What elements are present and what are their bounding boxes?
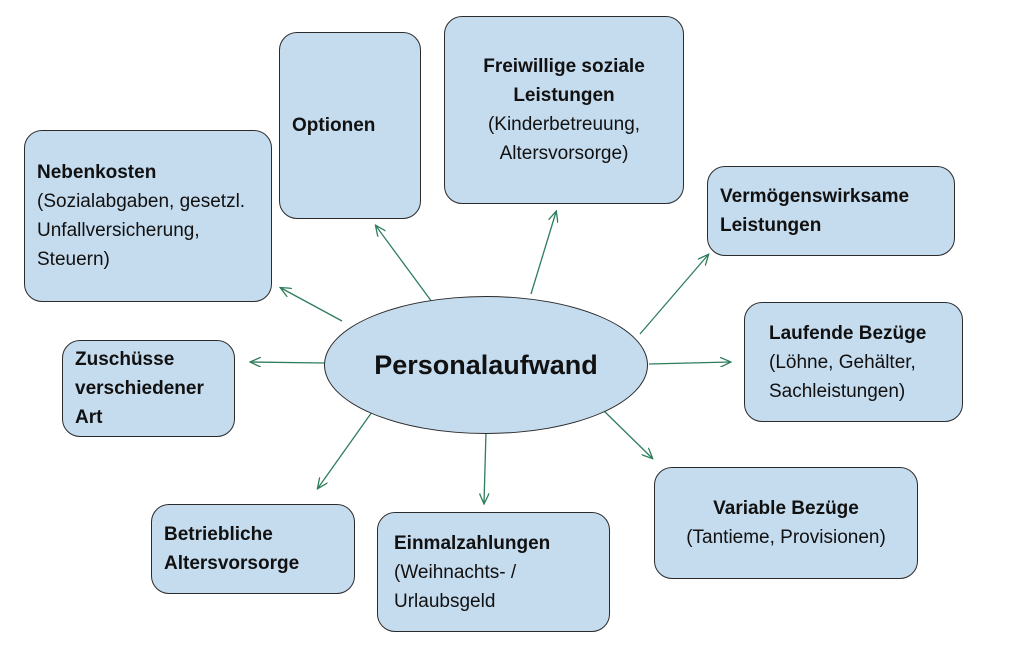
node-freiwillige-title: Freiwillige soziale Leistungen xyxy=(483,56,645,106)
node-einmal-detail: (Weihnachts- / Urlaubsgeld xyxy=(394,561,517,612)
arrow-to-zuschuesse xyxy=(251,362,325,363)
node-variable-bezuege: Variable Bezüge (Tantieme, Provisionen) xyxy=(654,467,918,579)
node-optionen: Optionen xyxy=(279,32,421,219)
center-node-label: Personalaufwand xyxy=(374,349,598,380)
node-zuschuesse-title: Zuschüsse verschiedener Art xyxy=(75,349,204,428)
arrow-to-optionen xyxy=(376,226,433,303)
node-einmal-title: Einmalzahlungen xyxy=(394,532,551,554)
node-freiwillige-soziale-leistungen: Freiwillige soziale Leistungen (Kinderbe… xyxy=(444,16,684,204)
arrow-to-vermoegen xyxy=(639,255,708,335)
node-einmalzahlungen: Einmalzahlungen (Weihnachts- / Urlaubsge… xyxy=(377,512,610,632)
arrow-to-laufende xyxy=(648,362,730,364)
arrow-to-betriebliche xyxy=(318,411,373,488)
node-variable-detail: (Tantieme, Provisionen) xyxy=(686,527,886,548)
node-optionen-title: Optionen xyxy=(292,115,376,136)
node-laufende-title: Laufende Bezüge xyxy=(769,322,927,344)
node-betriebliche-title: Betriebliche Altersvorsorge xyxy=(164,524,300,574)
arrow-to-einmal xyxy=(484,431,486,503)
node-vermoegenswirksame-leistungen: Vermögenswirksame Leistungen xyxy=(707,166,955,256)
arrow-to-nebenkosten xyxy=(281,288,343,322)
node-betriebliche-altersvorsorge: Betriebliche Altersvorsorge xyxy=(151,504,355,594)
node-nebenkosten: Nebenkosten (Sozialabgaben, gesetzl. Unf… xyxy=(24,130,272,302)
arrow-to-freiwillige xyxy=(530,212,556,295)
node-freiwillige-detail: (Kinderbetreuung, Altersvorsorge) xyxy=(487,114,641,164)
center-node-personalaufwand: Personalaufwand xyxy=(324,296,648,434)
node-nebenkosten-detail: (Sozialabgaben, gesetzl. Unfallversicher… xyxy=(37,191,246,270)
node-laufende-detail: (Löhne, Gehälter, Sachleistungen) xyxy=(769,351,916,402)
node-laufende-bezuege: Laufende Bezüge (Löhne, Gehälter, Sachle… xyxy=(744,302,963,422)
node-vermoegen-title: Vermögenswirksame Leistungen xyxy=(720,186,910,236)
node-variable-title: Variable Bezüge xyxy=(713,498,859,519)
arrow-to-variable xyxy=(602,409,652,458)
node-nebenkosten-title: Nebenkosten xyxy=(37,162,157,183)
node-zuschuesse: Zuschüsse verschiedener Art xyxy=(62,340,235,437)
